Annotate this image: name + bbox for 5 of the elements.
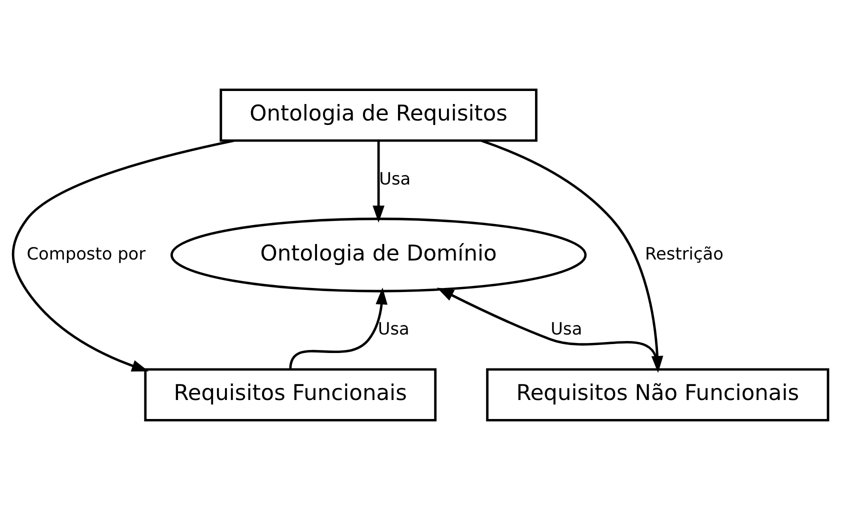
edge-label: Restrição xyxy=(645,243,724,264)
edge-label: Composto por xyxy=(26,243,146,264)
edge-label: Usa xyxy=(379,168,411,188)
edge-label: Usa xyxy=(550,318,582,339)
edge-label: Usa xyxy=(378,318,410,339)
